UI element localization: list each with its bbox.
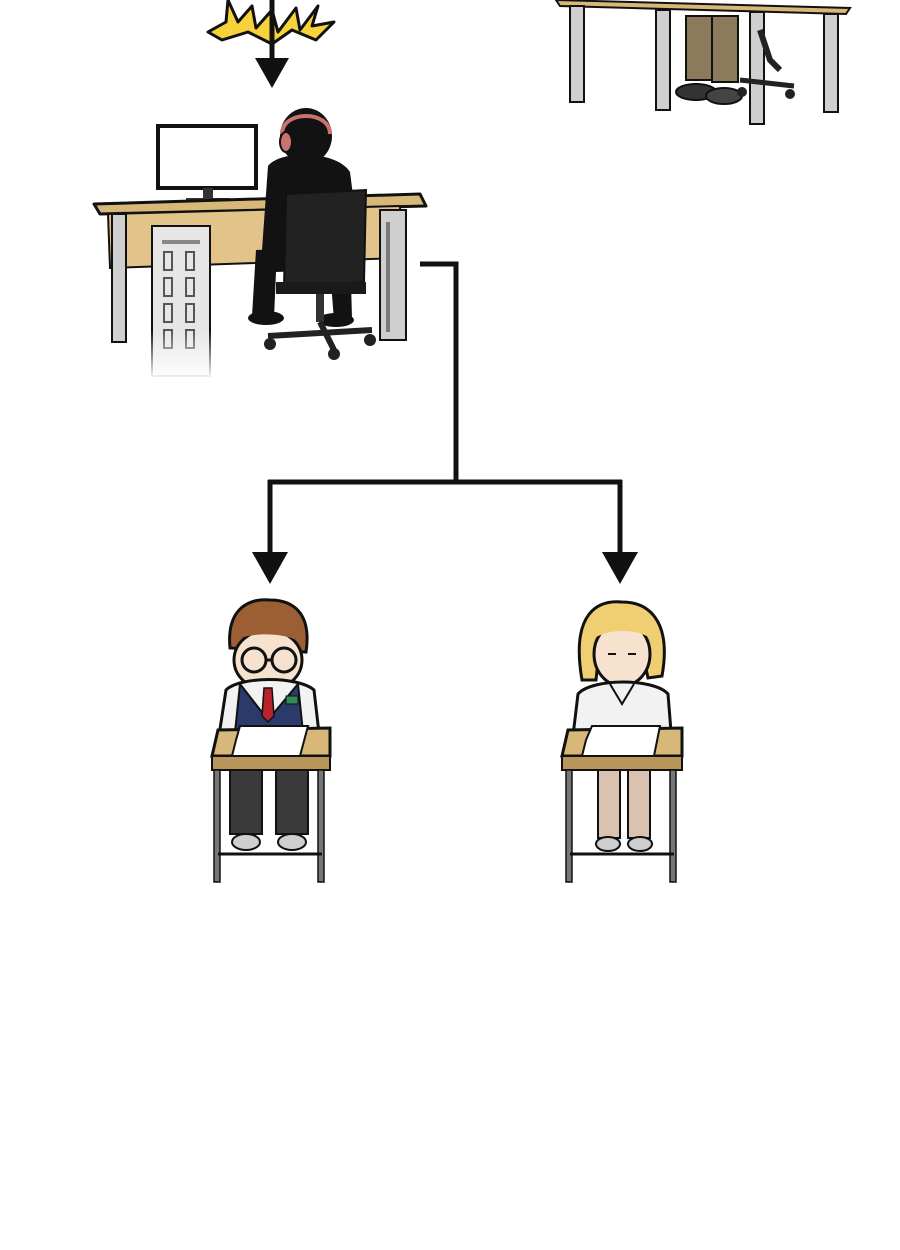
connector-desk-to-students: [252, 261, 638, 584]
office-chair-icon: [264, 188, 376, 360]
student-boy-icon: [210, 598, 332, 883]
desk-worker-legs-icon: [675, 15, 795, 105]
connector-burst-to-desk: [255, 0, 289, 88]
pc-tower-icon: [146, 225, 216, 380]
student-boy: [210, 598, 332, 883]
student-girl-icon: [560, 600, 684, 883]
top-right-desk: [554, 0, 852, 125]
monitor-icon: [156, 124, 258, 204]
student-girl: [560, 600, 684, 883]
boss-desk: [92, 108, 428, 380]
